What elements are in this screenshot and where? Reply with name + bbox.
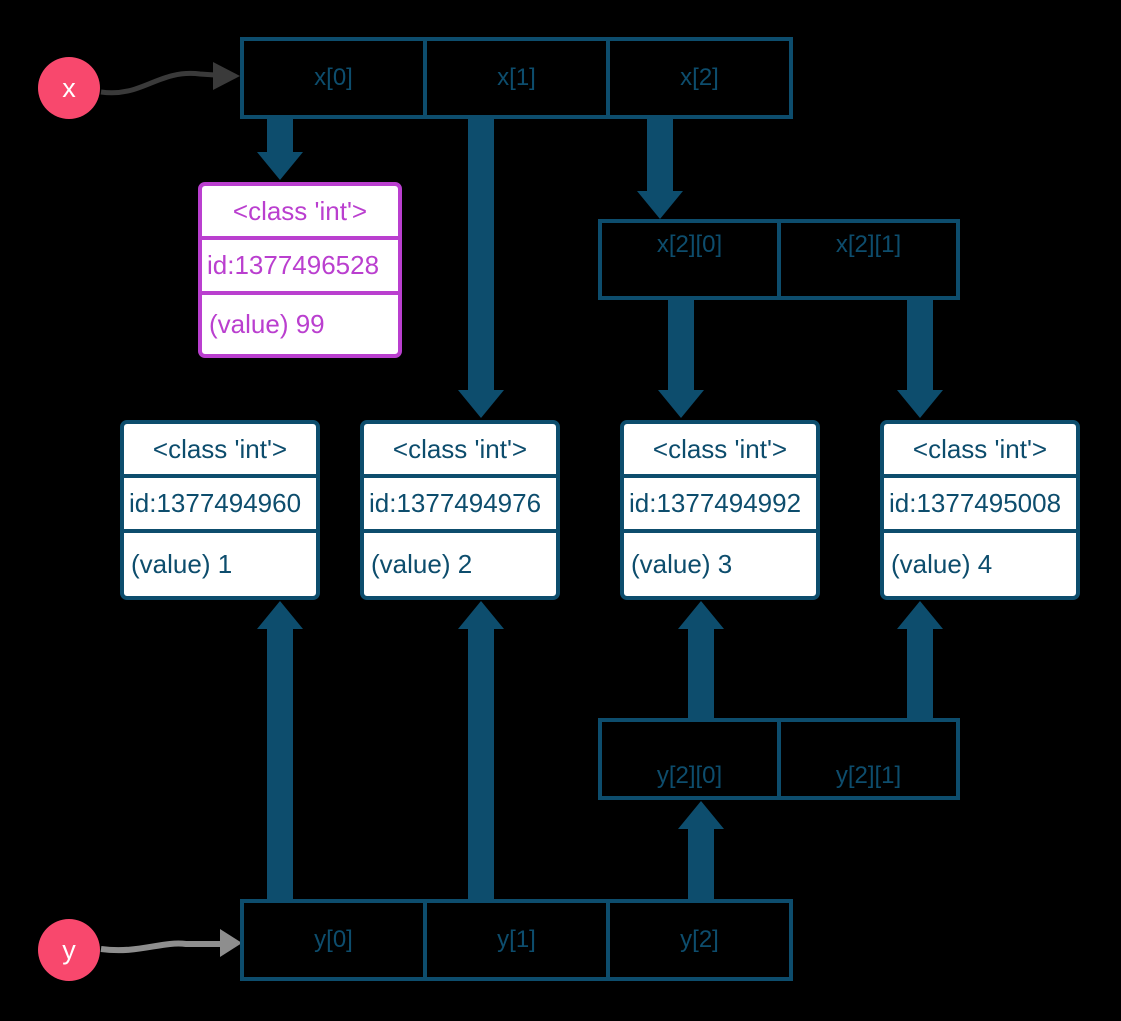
object-id-row: id:1377494960 xyxy=(124,478,316,533)
arrow-y0-to-int1 xyxy=(257,601,303,902)
arrow-x2-to-x2-list xyxy=(637,117,683,219)
object-value-row: (value) 99 xyxy=(209,309,325,339)
arrow-x0-to-int99 xyxy=(257,117,303,180)
list-y-cell-0: y[0] xyxy=(244,903,427,977)
list-y2-cell-1: y[2][1] xyxy=(835,762,902,789)
list-x2-nested: x[2][0] x[2][1] xyxy=(598,219,960,300)
list-y: y[0] y[1] y[2] xyxy=(240,899,793,981)
int-object-1: <class 'int'> id:1377494960 (value) 1 xyxy=(120,420,320,600)
arrow-y20-to-int3 xyxy=(678,601,724,720)
list-x2-cell-1: x[2][1] xyxy=(835,231,902,258)
object-id-row: id:1377494976 xyxy=(364,478,556,533)
object-class-row: <class 'int'> xyxy=(884,424,1076,478)
variable-y-circle: y xyxy=(38,919,100,981)
object-class-row: <class 'int'> xyxy=(202,186,398,240)
int-object-99: <class 'int'> id:1377496528 (value) 99 xyxy=(198,182,402,358)
int-object-4: <class 'int'> id:1377495008 (value) 4 xyxy=(880,420,1080,600)
int-object-2: <class 'int'> id:1377494976 (value) 2 xyxy=(360,420,560,600)
object-value-row: (value) 4 xyxy=(891,549,993,579)
pointer-y-arrow xyxy=(100,929,242,957)
list-y2-nested: y[2][0] y[2][1] xyxy=(598,718,960,800)
list-x2-cell-0: x[2][0] xyxy=(602,223,781,296)
variable-y-label: y xyxy=(62,934,76,965)
int-object-3: <class 'int'> id:1377494992 (value) 3 xyxy=(620,420,820,600)
arrow-x20-to-int3 xyxy=(658,297,704,418)
arrow-y2-to-y2-list xyxy=(678,801,724,902)
object-id-row: id:1377496528 xyxy=(202,240,398,295)
variable-x-circle: x xyxy=(38,57,100,119)
list-x-cell-2: x[2] xyxy=(680,64,719,91)
object-value-row: (value) 3 xyxy=(631,549,733,579)
object-class-row: <class 'int'> xyxy=(624,424,816,478)
pointer-x-arrow xyxy=(100,62,240,96)
object-value-row: (value) 1 xyxy=(131,549,233,579)
arrow-y21-to-int4 xyxy=(897,601,943,720)
list-y-cell-2: y[2] xyxy=(680,926,719,953)
arrow-x21-to-int4 xyxy=(897,297,943,418)
object-id-row: id:1377494992 xyxy=(624,478,816,533)
list-x-cell-0: x[0] xyxy=(244,41,427,115)
list-y2-cell-0: y[2][0] xyxy=(602,722,781,796)
variable-x-label: x xyxy=(62,72,76,103)
object-class-row: <class 'int'> xyxy=(364,424,556,478)
list-x: x[0] x[1] x[2] xyxy=(240,37,793,119)
arrow-x1-to-int2 xyxy=(458,117,504,418)
list-x-cell-1: x[1] xyxy=(427,41,610,115)
object-class-row: <class 'int'> xyxy=(124,424,316,478)
object-value-row: (value) 2 xyxy=(371,549,473,579)
object-id-row: id:1377495008 xyxy=(884,478,1076,533)
arrow-y1-to-int2 xyxy=(458,601,504,902)
list-y-cell-1: y[1] xyxy=(427,903,610,977)
